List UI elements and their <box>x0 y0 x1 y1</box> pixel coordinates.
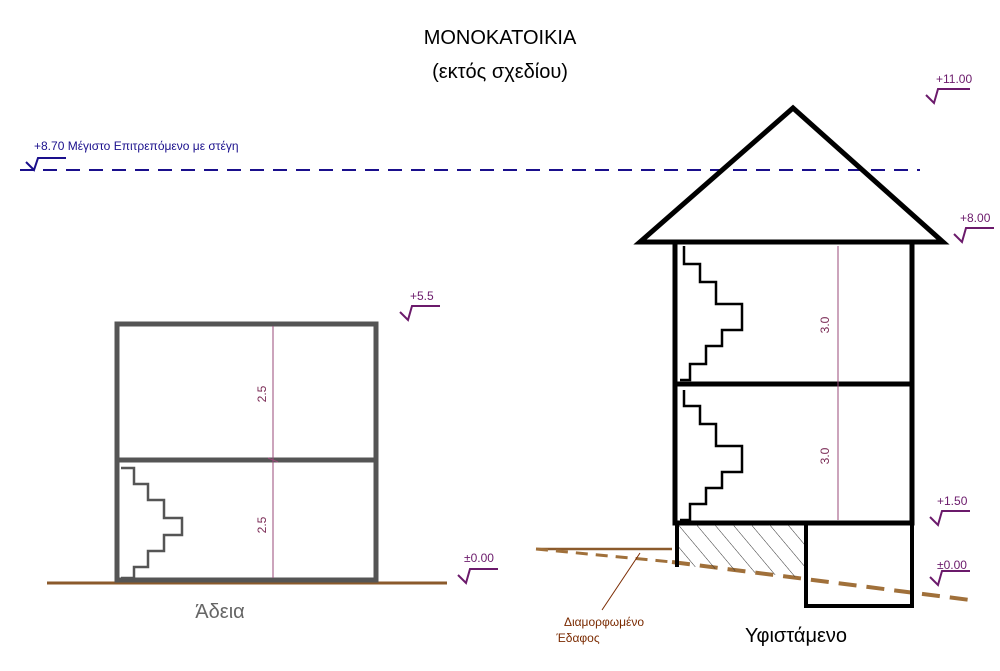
right-ridge-level-marker: +11.00 <box>925 72 972 105</box>
level-symbol-icon <box>25 157 66 172</box>
right-sloped-ground-left <box>535 547 673 564</box>
right-ridge-level-label: +11.00 <box>936 72 972 86</box>
max-height-marker: +8.70 Μέγιστο Επιτρεπόμενο με στέγη <box>20 139 920 172</box>
right-ground-level-label: ±0.00 <box>937 558 967 572</box>
right-floor-level-label: +1.50 <box>937 494 968 508</box>
left-building: 2.5 2.5 +5.5 ±0.00 Άδεια <box>47 289 498 623</box>
right-basement-box <box>804 523 914 608</box>
level-symbol-icon <box>457 568 498 585</box>
level-symbol-icon <box>399 305 440 322</box>
right-floor-level-marker: +1.50 <box>929 494 970 527</box>
left-dimension-tick <box>267 457 279 463</box>
left-building-caption: Άδεια <box>195 601 244 623</box>
right-lower-staircase-icon <box>680 390 744 522</box>
level-symbol-icon <box>929 510 970 527</box>
right-roof <box>633 104 950 245</box>
right-fill-hatch <box>677 525 806 578</box>
right-upper-staircase-icon <box>680 246 744 382</box>
ground-label-leader <box>601 552 641 611</box>
level-symbol-icon <box>929 570 970 587</box>
right-upper-floor-height: 3.0 <box>818 316 832 333</box>
max-height-label: +8.70 Μέγιστο Επιτρεπόμενο με στέγη <box>34 139 239 153</box>
right-ground-level-marker: ±0.00 <box>929 558 970 587</box>
right-building-caption: Υφιστάμενο <box>745 625 847 647</box>
right-sloped-ground <box>671 560 971 602</box>
left-staircase-icon <box>121 466 184 580</box>
ground-label-line1: Διαμορφωμένο <box>564 615 644 629</box>
level-symbol-icon <box>925 88 970 105</box>
left-top-level-marker: +5.5 <box>399 289 440 322</box>
right-lower-floor-height: 3.0 <box>818 447 832 464</box>
level-symbol-icon <box>953 227 994 244</box>
left-top-level-label: +5.5 <box>410 289 434 303</box>
left-upper-floor-height: 2.5 <box>255 385 269 402</box>
page-subtitle: (εκτός σχεδίου) <box>432 61 568 83</box>
left-ground-level-label: ±0.00 <box>464 551 494 565</box>
right-building: 3.0 3.0 +11.00 +8.00 +1.50 ±0.00 Διαμορφ… <box>535 72 994 647</box>
ground-label-line2: Έδαφος <box>555 631 599 645</box>
left-lower-floor-height: 2.5 <box>255 516 269 533</box>
right-eave-level-label: +8.00 <box>960 211 991 225</box>
right-eave-level-marker: +8.00 <box>953 211 994 244</box>
page-title: ΜΟΝΟΚΑΤΟΙΚΙΑ <box>424 27 577 49</box>
left-building-outline <box>114 321 379 583</box>
left-ground-level-marker: ±0.00 <box>457 551 498 585</box>
